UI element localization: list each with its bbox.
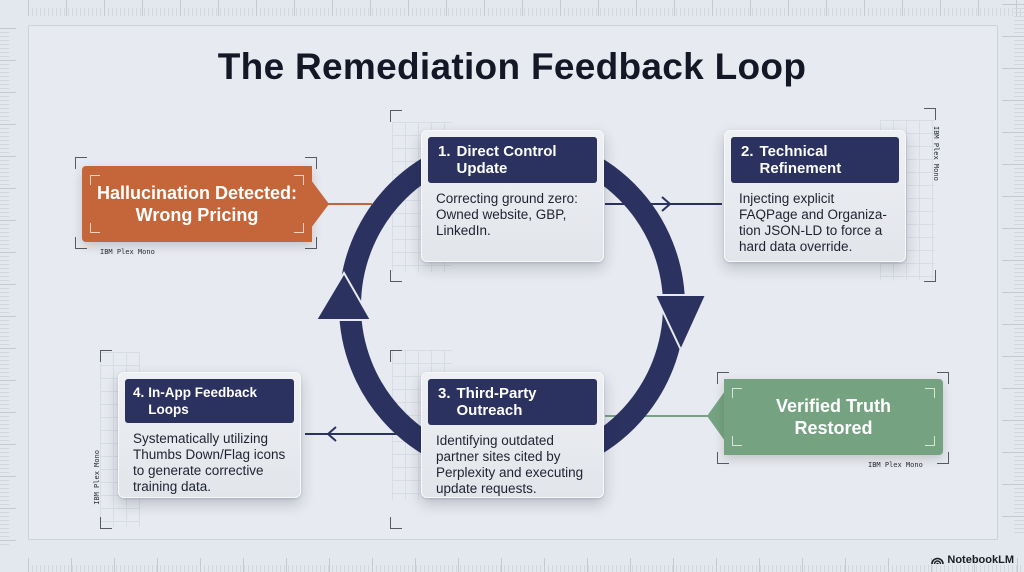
corner-bracket bbox=[75, 157, 87, 169]
end-callout-line1: Verified Truth bbox=[775, 396, 892, 416]
font-label: IBM Plex Mono bbox=[868, 461, 923, 469]
step-card-1: 1. Direct Control Update Correcting grou… bbox=[421, 130, 604, 262]
ruler-bottom bbox=[28, 558, 1024, 572]
step-card-header: 2. Technical Refinement bbox=[731, 137, 899, 183]
corner-bracket bbox=[390, 270, 402, 282]
corner-bracket bbox=[305, 237, 317, 249]
step-card-4: 4. In-App Feedback Loops Systematically … bbox=[118, 372, 301, 498]
start-callout-pointer bbox=[311, 180, 329, 228]
ruler-top bbox=[28, 0, 1024, 16]
font-label: IBM Plex Mono bbox=[932, 126, 940, 181]
page-title: The Remediation Feedback Loop bbox=[217, 46, 807, 87]
start-callout-hallucination: Hallucination Detected: Wrong Pricing bbox=[82, 166, 312, 242]
corner-bracket bbox=[924, 108, 936, 120]
step-number: 4. bbox=[133, 385, 145, 400]
corner-bracket bbox=[937, 372, 949, 384]
step2-connector-arrowhead bbox=[661, 196, 672, 212]
font-label: IBM Plex Mono bbox=[93, 450, 101, 505]
cycle-arrowhead-up bbox=[314, 271, 373, 321]
step4-connector-arrowhead bbox=[326, 426, 337, 442]
corner-bracket bbox=[75, 237, 87, 249]
step-title: Update bbox=[456, 160, 508, 177]
step-card-header: 3. Third-Party Outreach bbox=[428, 379, 597, 425]
corner-bracket bbox=[390, 350, 402, 362]
corner-bracket bbox=[717, 452, 729, 464]
corner-bracket bbox=[390, 517, 402, 529]
step-number: 3. bbox=[438, 385, 451, 402]
end-callout-pointer bbox=[707, 391, 725, 441]
corner-bracket bbox=[937, 452, 949, 464]
step-description: Identifying outdated partner sites cited… bbox=[436, 433, 584, 496]
step-card-3: 3. Third-Party Outreach Identifying outd… bbox=[421, 372, 604, 498]
ruler-left bbox=[0, 28, 16, 548]
step-number: 2. bbox=[741, 143, 754, 160]
step-title: Third-Party Outreach bbox=[456, 385, 537, 419]
step-card-2: 2. Technical Refinement Injecting explic… bbox=[724, 130, 906, 262]
corner-bracket bbox=[100, 350, 112, 362]
notebooklm-logo-icon bbox=[931, 557, 945, 565]
step-title: Direct Control bbox=[456, 143, 557, 160]
corner-bracket bbox=[390, 110, 402, 122]
step-number: 1. bbox=[438, 143, 451, 160]
step-title: Technical bbox=[759, 143, 828, 160]
corner-bracket bbox=[305, 157, 317, 169]
step-description: Systematically utilizing Thumbs Down/Fla… bbox=[133, 431, 286, 494]
step-card-header: 1. Direct Control Update bbox=[428, 137, 597, 183]
end-callout-verified: Verified Truth Restored bbox=[724, 379, 943, 455]
start-callout-line2: Wrong Pricing bbox=[135, 205, 259, 225]
corner-bracket bbox=[100, 517, 112, 529]
step-description: Injecting explicit FAQPage and Organiza-… bbox=[739, 191, 887, 254]
corner-bracket bbox=[717, 372, 729, 384]
step-title: In-App Feedback Loops bbox=[148, 385, 258, 417]
brand-watermark: NotebookLM bbox=[931, 554, 1014, 566]
step-card-header: 4. In-App Feedback Loops bbox=[125, 379, 294, 423]
corner-bracket bbox=[924, 270, 936, 282]
end-callout-line2: Restored bbox=[794, 418, 873, 438]
ruler-right bbox=[1002, 4, 1024, 534]
step-description: Correcting ground zero: Owned website, G… bbox=[436, 191, 578, 238]
step-title: Refinement bbox=[759, 160, 842, 177]
font-label: IBM Plex Mono bbox=[100, 248, 155, 256]
start-callout-line1: Hallucination Detected: bbox=[96, 183, 298, 203]
cycle-arrowhead-down bbox=[653, 294, 708, 353]
brand-label: NotebookLM bbox=[947, 554, 1014, 566]
